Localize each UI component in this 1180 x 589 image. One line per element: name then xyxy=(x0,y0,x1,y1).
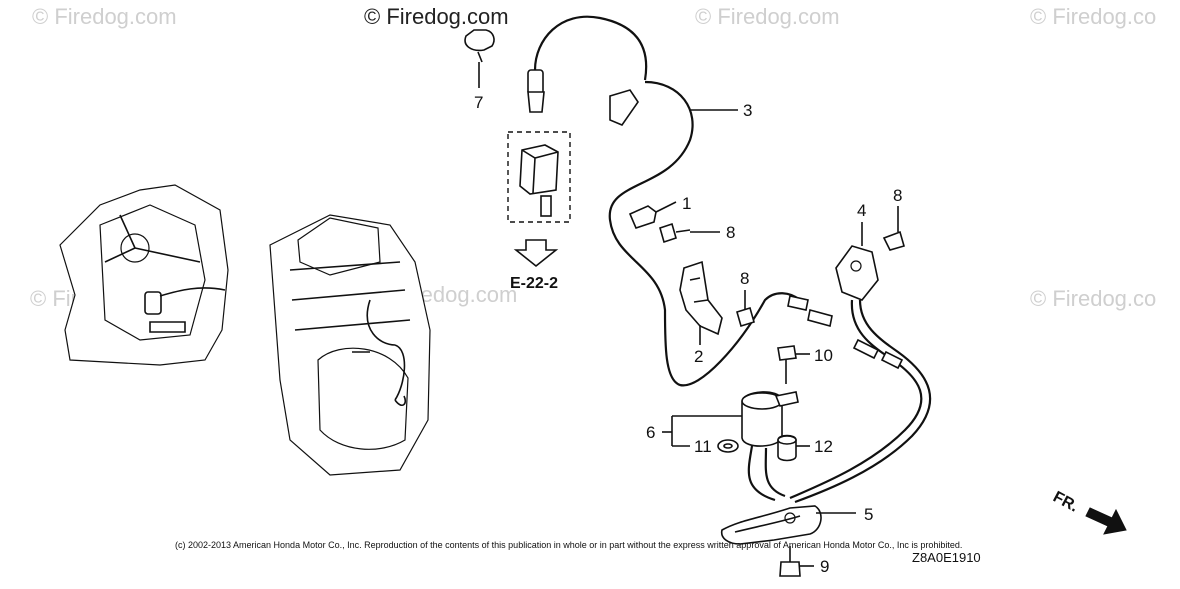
part-8-bolt-b xyxy=(736,290,755,328)
reference-label: E-22-2 xyxy=(510,275,558,292)
callout-10: 10 xyxy=(814,346,833,365)
reference-box xyxy=(507,131,571,223)
sensor-ghost-left xyxy=(144,291,162,315)
part-8-bolt-c xyxy=(882,206,905,251)
part-9-bolt xyxy=(779,546,801,577)
watermark-top-left: © Firedog.com xyxy=(32,4,177,29)
callout-1: 1 xyxy=(682,194,691,213)
watermark-top-right-mid: © Firedog.com xyxy=(695,4,840,29)
part-7-clip xyxy=(464,29,495,63)
part-11-washer xyxy=(717,439,739,453)
callout-8-a: 8 xyxy=(726,223,735,242)
part-3-wire-harness xyxy=(527,15,809,387)
callout-12: 12 xyxy=(814,437,833,456)
engine-housing-left-illustration xyxy=(59,184,229,366)
callout-2: 2 xyxy=(694,347,703,366)
part-10-bolt xyxy=(777,345,797,384)
part-2-bracket xyxy=(679,260,723,336)
watermark-main: © Firedog.com xyxy=(364,4,509,29)
watermark-top-right: © Firedog.co xyxy=(1030,4,1156,29)
callout-7: 7 xyxy=(474,93,483,112)
diagram-code: Z8A0E1910 xyxy=(912,550,981,565)
engine-block-center-illustration xyxy=(269,214,431,476)
part-4-sensor-plate xyxy=(835,245,879,301)
part-12-collar xyxy=(777,434,797,462)
callout-5: 5 xyxy=(864,505,873,524)
part-5-ground-plate xyxy=(720,505,822,545)
callout-8-b: 8 xyxy=(740,269,749,288)
callout-11: 11 xyxy=(694,437,712,456)
ground-cable xyxy=(789,299,932,504)
callout-8-c: 8 xyxy=(893,186,902,205)
callout-4: 4 xyxy=(857,201,866,220)
arrow-right-icon xyxy=(1085,507,1127,535)
watermark-mid-right: © Firedog.co xyxy=(1030,286,1156,311)
part-8-bolt-a xyxy=(659,222,691,244)
callout-6: 6 xyxy=(646,423,655,442)
part-1-bracket xyxy=(628,205,657,229)
reference-arrow-icon xyxy=(513,239,559,268)
front-direction-indicator: FR. xyxy=(1050,489,1127,535)
direction-label: FR. xyxy=(1050,489,1081,516)
callout-3: 3 xyxy=(743,101,752,120)
callout-9: 9 xyxy=(820,557,829,576)
copyright-notice: (c) 2002-2013 American Honda Motor Co., … xyxy=(175,540,962,550)
